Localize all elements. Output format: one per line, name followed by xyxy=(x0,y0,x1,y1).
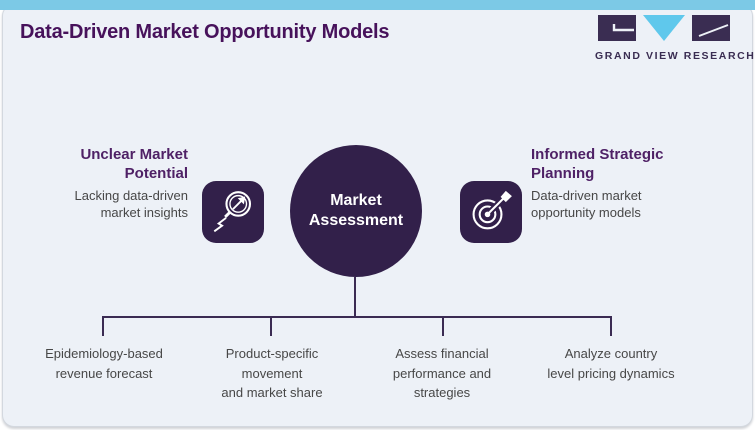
tree-tick-1 xyxy=(102,316,104,336)
gvr-logo: GRAND VIEW RESEARCH xyxy=(595,15,755,62)
tree-stem-line xyxy=(354,277,356,318)
left-annotation: Unclear Market Potential Lacking data-dr… xyxy=(28,145,188,221)
tree-horizontal-line xyxy=(102,316,612,318)
tree-tick-3 xyxy=(442,316,444,336)
right-annotation-heading: Informed Strategic Planning xyxy=(531,146,664,182)
left-annotation-description: Lacking data-driven market insights xyxy=(74,188,188,220)
page-title: Data-Driven Market Opportunity Models xyxy=(20,21,390,43)
branch-label-3: Assess financial performance and strateg… xyxy=(392,346,492,400)
logo-company-name: GRAND VIEW RESEARCH xyxy=(595,50,755,62)
center-node: Market Assessment xyxy=(290,145,422,277)
left-annotation-heading: Unclear Market Potential xyxy=(80,146,188,182)
center-node-label: Market Assessment xyxy=(308,192,404,229)
right-annotation-description: Data-driven market opportunity models xyxy=(531,188,642,220)
branch-label-2: Product-specific movement and market sha… xyxy=(221,346,323,400)
target-dart-icon xyxy=(464,183,518,242)
right-icon-tile xyxy=(460,181,522,243)
branch-label-4: Analyze country level pricing dynamics xyxy=(547,346,675,381)
tree-tick-4 xyxy=(610,316,612,336)
top-accent-bar xyxy=(0,0,755,10)
tree-tick-2 xyxy=(270,316,272,336)
left-icon-tile xyxy=(202,181,264,243)
magnifier-trend-icon xyxy=(206,183,260,242)
gvr-logo-icon xyxy=(598,15,730,46)
right-annotation: Informed Strategic Planning Data-driven … xyxy=(531,145,709,221)
branch-label-1: Epidemiology-based revenue forecast xyxy=(45,346,163,381)
